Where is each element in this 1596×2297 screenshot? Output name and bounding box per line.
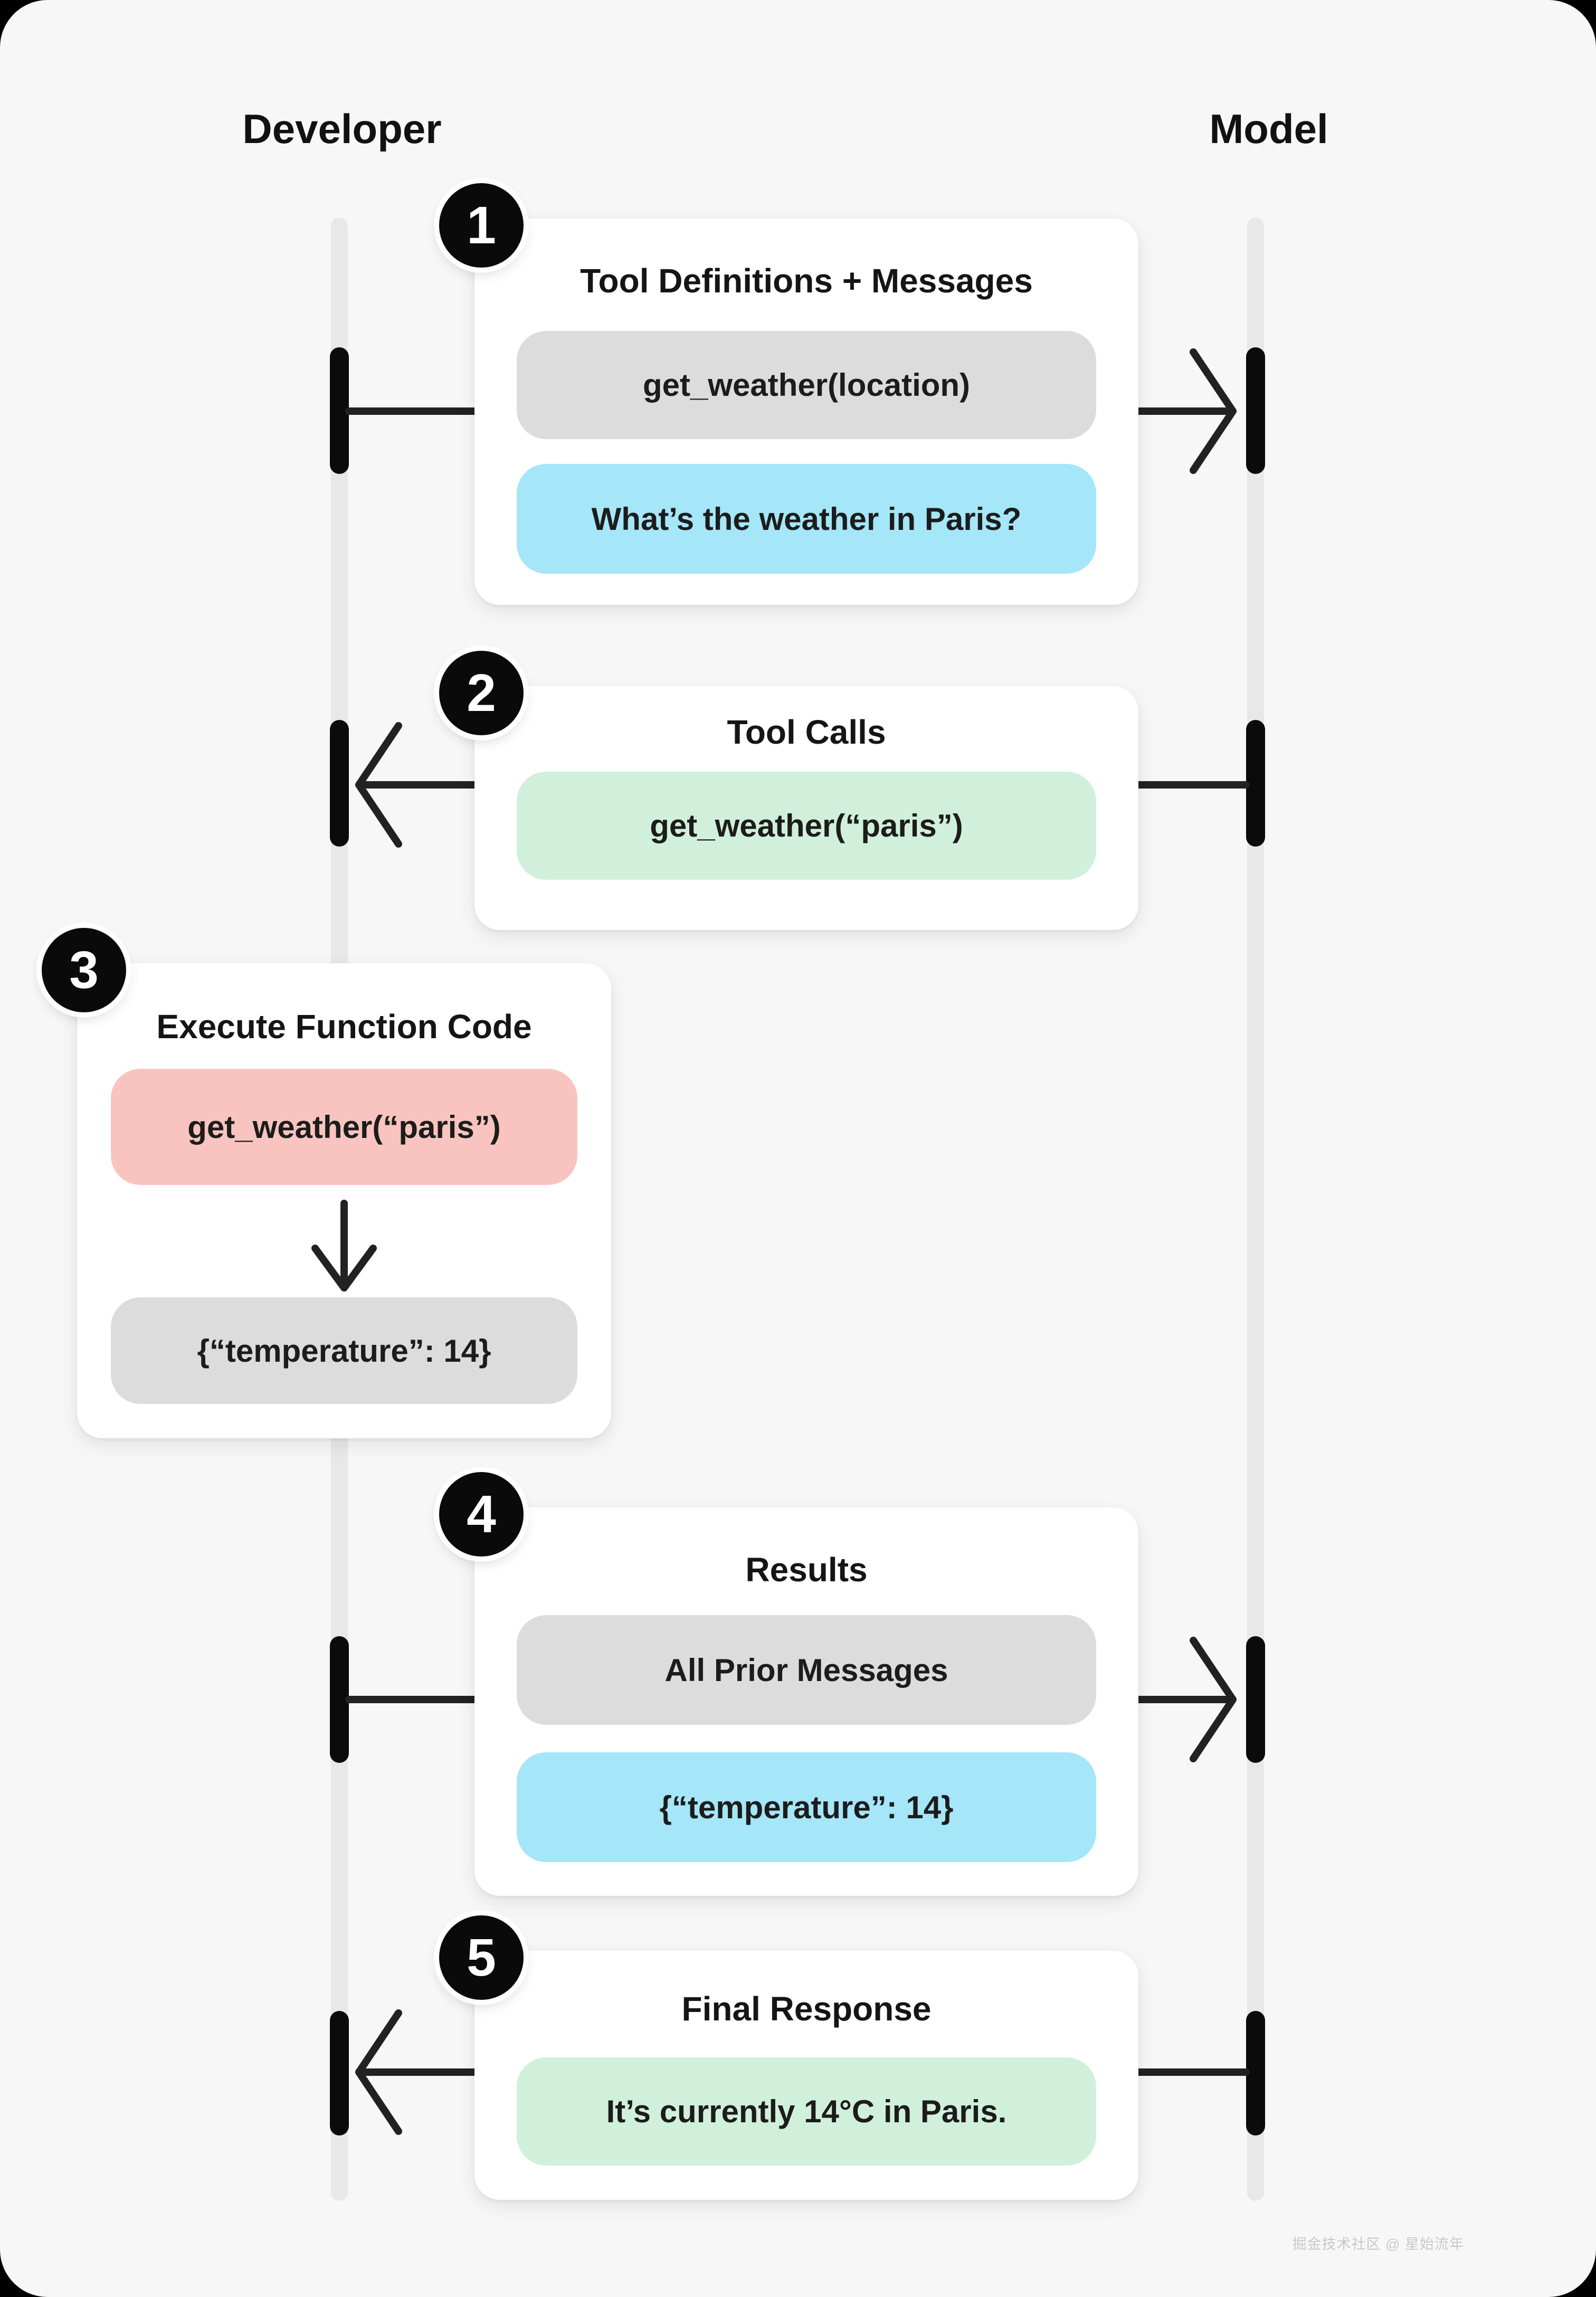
step4-card: Results All Prior Messages {“temperature…	[474, 1507, 1138, 1896]
developer-activation-step5	[330, 2011, 349, 2135]
step1-badge: 1	[439, 183, 524, 268]
user-message-pill: What’s the weather in Paris?	[517, 464, 1096, 574]
step1-title: Tool Definitions + Messages	[580, 262, 1033, 300]
final-response-pill: It’s currently 14°C in Paris.	[517, 2057, 1096, 2166]
function-result-pill: {“temperature”: 14}	[111, 1297, 577, 1404]
step5-title: Final Response	[681, 1990, 932, 2028]
model-activation-step1	[1246, 347, 1265, 474]
tool-result-pill: {“temperature”: 14}	[517, 1752, 1096, 1862]
developer-activation-step2	[330, 720, 349, 847]
model-lifeline	[1247, 217, 1264, 2201]
step5-card: Final Response It’s currently 14°C in Pa…	[474, 1951, 1138, 2200]
step3-card: Execute Function Code get_weather(“paris…	[77, 963, 611, 1438]
step1-card: Tool Definitions + Messages get_weather(…	[474, 219, 1138, 605]
step3-title: Execute Function Code	[156, 1008, 532, 1046]
tool-definition-pill: get_weather(location)	[517, 331, 1096, 439]
tool-call-pill: get_weather(“paris”)	[517, 772, 1096, 880]
step2-badge: 2	[439, 651, 524, 735]
lane-label-developer: Developer	[242, 106, 442, 152]
step4-badge: 4	[439, 1472, 524, 1556]
step2-card: Tool Calls get_weather(“paris”)	[474, 686, 1138, 930]
lane-label-model: Model	[1209, 106, 1328, 152]
watermark: 掘金技术社区 @ 星始流年	[1292, 2236, 1464, 2252]
step4-title: Results	[745, 1551, 868, 1589]
execution-result-arrow-icon	[311, 1200, 377, 1292]
function-execution-pill: get_weather(“paris”)	[111, 1069, 577, 1185]
step2-title: Tool Calls	[727, 713, 886, 751]
model-activation-step4	[1246, 1636, 1265, 1763]
prior-messages-pill: All Prior Messages	[517, 1615, 1096, 1725]
step3-badge: 3	[42, 928, 126, 1012]
step5-badge: 5	[439, 1915, 524, 2000]
